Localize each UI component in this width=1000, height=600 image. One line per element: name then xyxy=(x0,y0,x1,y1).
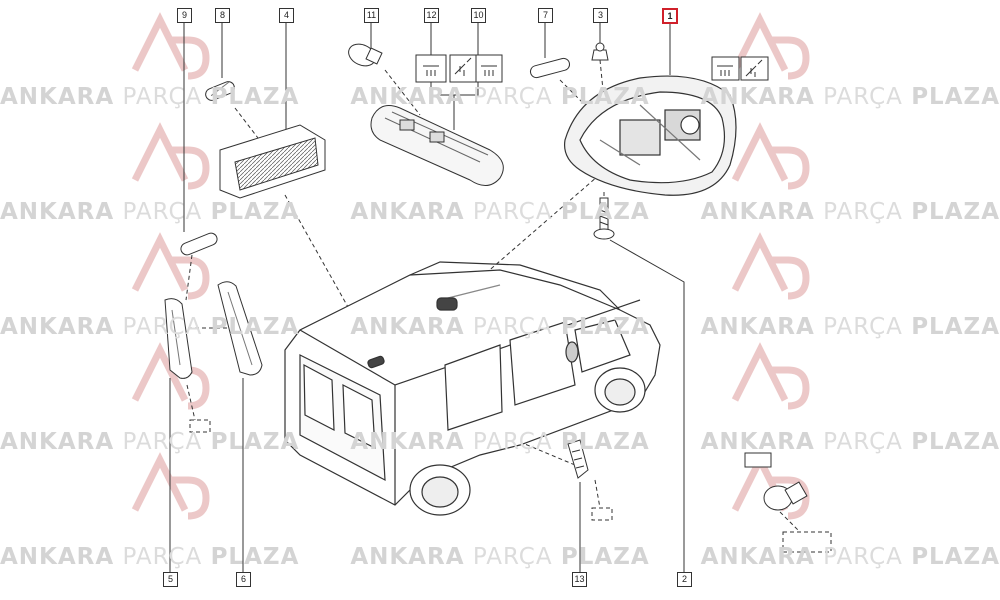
callout-13[interactable]: 13 xyxy=(572,572,587,587)
watermark-logo xyxy=(731,12,810,80)
leader-lines xyxy=(169,23,685,572)
screw-2[interactable] xyxy=(593,197,615,240)
wedge-bulb[interactable] xyxy=(744,452,808,511)
callout-9[interactable]: 9 xyxy=(177,8,192,23)
map-lamp-housing[interactable] xyxy=(370,105,504,186)
watermark-logo xyxy=(131,12,210,80)
watermark-logo xyxy=(131,452,210,520)
watermark-logo xyxy=(131,122,210,190)
callout-1-selected[interactable]: 1 xyxy=(662,8,678,24)
callout-5[interactable]: 5 xyxy=(163,572,178,587)
festoon-bulb-9[interactable] xyxy=(179,231,219,256)
watermark-logo xyxy=(131,232,210,300)
callout-12[interactable]: 12 xyxy=(424,8,439,23)
callout-11[interactable]: 11 xyxy=(364,8,379,23)
callout-2[interactable]: 2 xyxy=(677,572,692,587)
dome-light-1[interactable] xyxy=(563,75,737,196)
callout-7[interactable]: 7 xyxy=(538,8,553,23)
lamp-switch-icons-12-10 xyxy=(415,54,503,83)
capsule-bulb-11[interactable] xyxy=(345,40,383,70)
courtesy-lamp-4[interactable] xyxy=(219,124,326,199)
lamp-lens-5[interactable] xyxy=(164,298,193,379)
side-lamp-13[interactable] xyxy=(567,439,589,479)
callout-6[interactable]: 6 xyxy=(236,572,251,587)
watermark-logo xyxy=(131,342,210,410)
festoon-bulb-8[interactable] xyxy=(204,80,236,102)
van-illustration xyxy=(284,261,661,516)
callout-4[interactable]: 4 xyxy=(279,8,294,23)
callout-8[interactable]: 8 xyxy=(215,8,230,23)
watermark-logo xyxy=(731,342,810,410)
festoon-bulb-7[interactable] xyxy=(529,57,571,79)
callout-3[interactable]: 3 xyxy=(593,8,608,23)
watermark-logos xyxy=(131,12,810,520)
clip-3[interactable] xyxy=(591,42,609,61)
lamp-lens-6[interactable] xyxy=(217,281,263,376)
watermark-logo xyxy=(731,232,810,300)
watermark-logo xyxy=(731,122,810,190)
lamp-switch-icons-1 xyxy=(711,56,769,81)
callout-10[interactable]: 10 xyxy=(471,8,486,23)
